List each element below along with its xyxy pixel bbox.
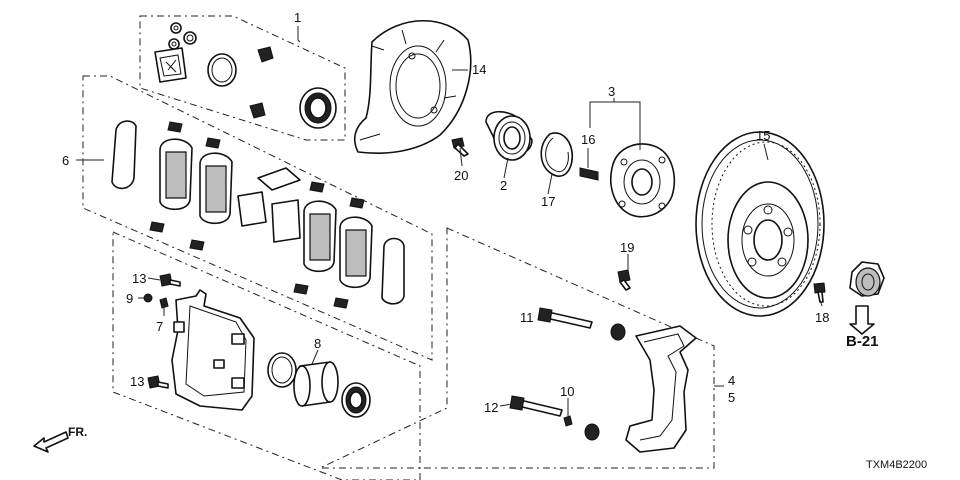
callout-1: 1 [294, 10, 301, 25]
caliper-bracket [625, 325, 697, 453]
callout-8: 8 [314, 336, 321, 351]
bolt-20 [451, 137, 469, 157]
callout-4: 4 [728, 373, 735, 388]
callout-16: 19 [620, 240, 634, 255]
callout-19: 18 [815, 310, 829, 325]
screw-19 [813, 282, 826, 303]
caliper-small-parts [143, 273, 181, 389]
splash-shield [353, 20, 472, 155]
front-arrow-icon [33, 431, 69, 453]
callout-labels: 1 14 3 16 2 17 20 15 19 18 6 13 9 7 13 8… [62, 10, 829, 415]
drawing-code: TXM4B2200 [866, 459, 927, 471]
leader-lines [76, 26, 823, 416]
callout-18: 17 [541, 194, 555, 209]
callout-13-lower: 13 [130, 374, 144, 389]
seal-kit-parts [154, 22, 337, 129]
piston-seal-group [267, 352, 371, 418]
snap-ring [540, 132, 574, 177]
callout-17: 16 [581, 132, 595, 147]
caliper-body [171, 289, 255, 411]
hub-assembly [579, 143, 676, 218]
callout-2: 2 [500, 178, 507, 193]
wheel-bearing [485, 110, 533, 161]
callout-13-upper: 13 [132, 271, 146, 286]
callout-3: 3 [608, 84, 615, 99]
callout-9: 9 [126, 291, 133, 306]
reference-label: B-21 [846, 333, 879, 350]
callout-12: 12 [484, 400, 498, 415]
group-4-5-outline [319, 227, 715, 469]
callout-10: 10 [560, 384, 574, 399]
callout-7: 7 [156, 319, 163, 334]
callout-11: 11 [520, 310, 534, 325]
callout-15: 14 [472, 62, 486, 77]
group-6-outline [82, 75, 433, 361]
brake-disc [695, 131, 825, 317]
hub-nut [849, 261, 885, 335]
front-direction-indicator: FR. [33, 425, 87, 453]
callout-6: 6 [62, 153, 69, 168]
brake-pads-set [111, 120, 405, 309]
direction-label: FR. [68, 425, 87, 439]
callout-14: 15 [756, 128, 770, 143]
callout-20: 20 [454, 168, 468, 183]
guide-pins [509, 269, 631, 441]
callout-5: 5 [728, 390, 735, 405]
